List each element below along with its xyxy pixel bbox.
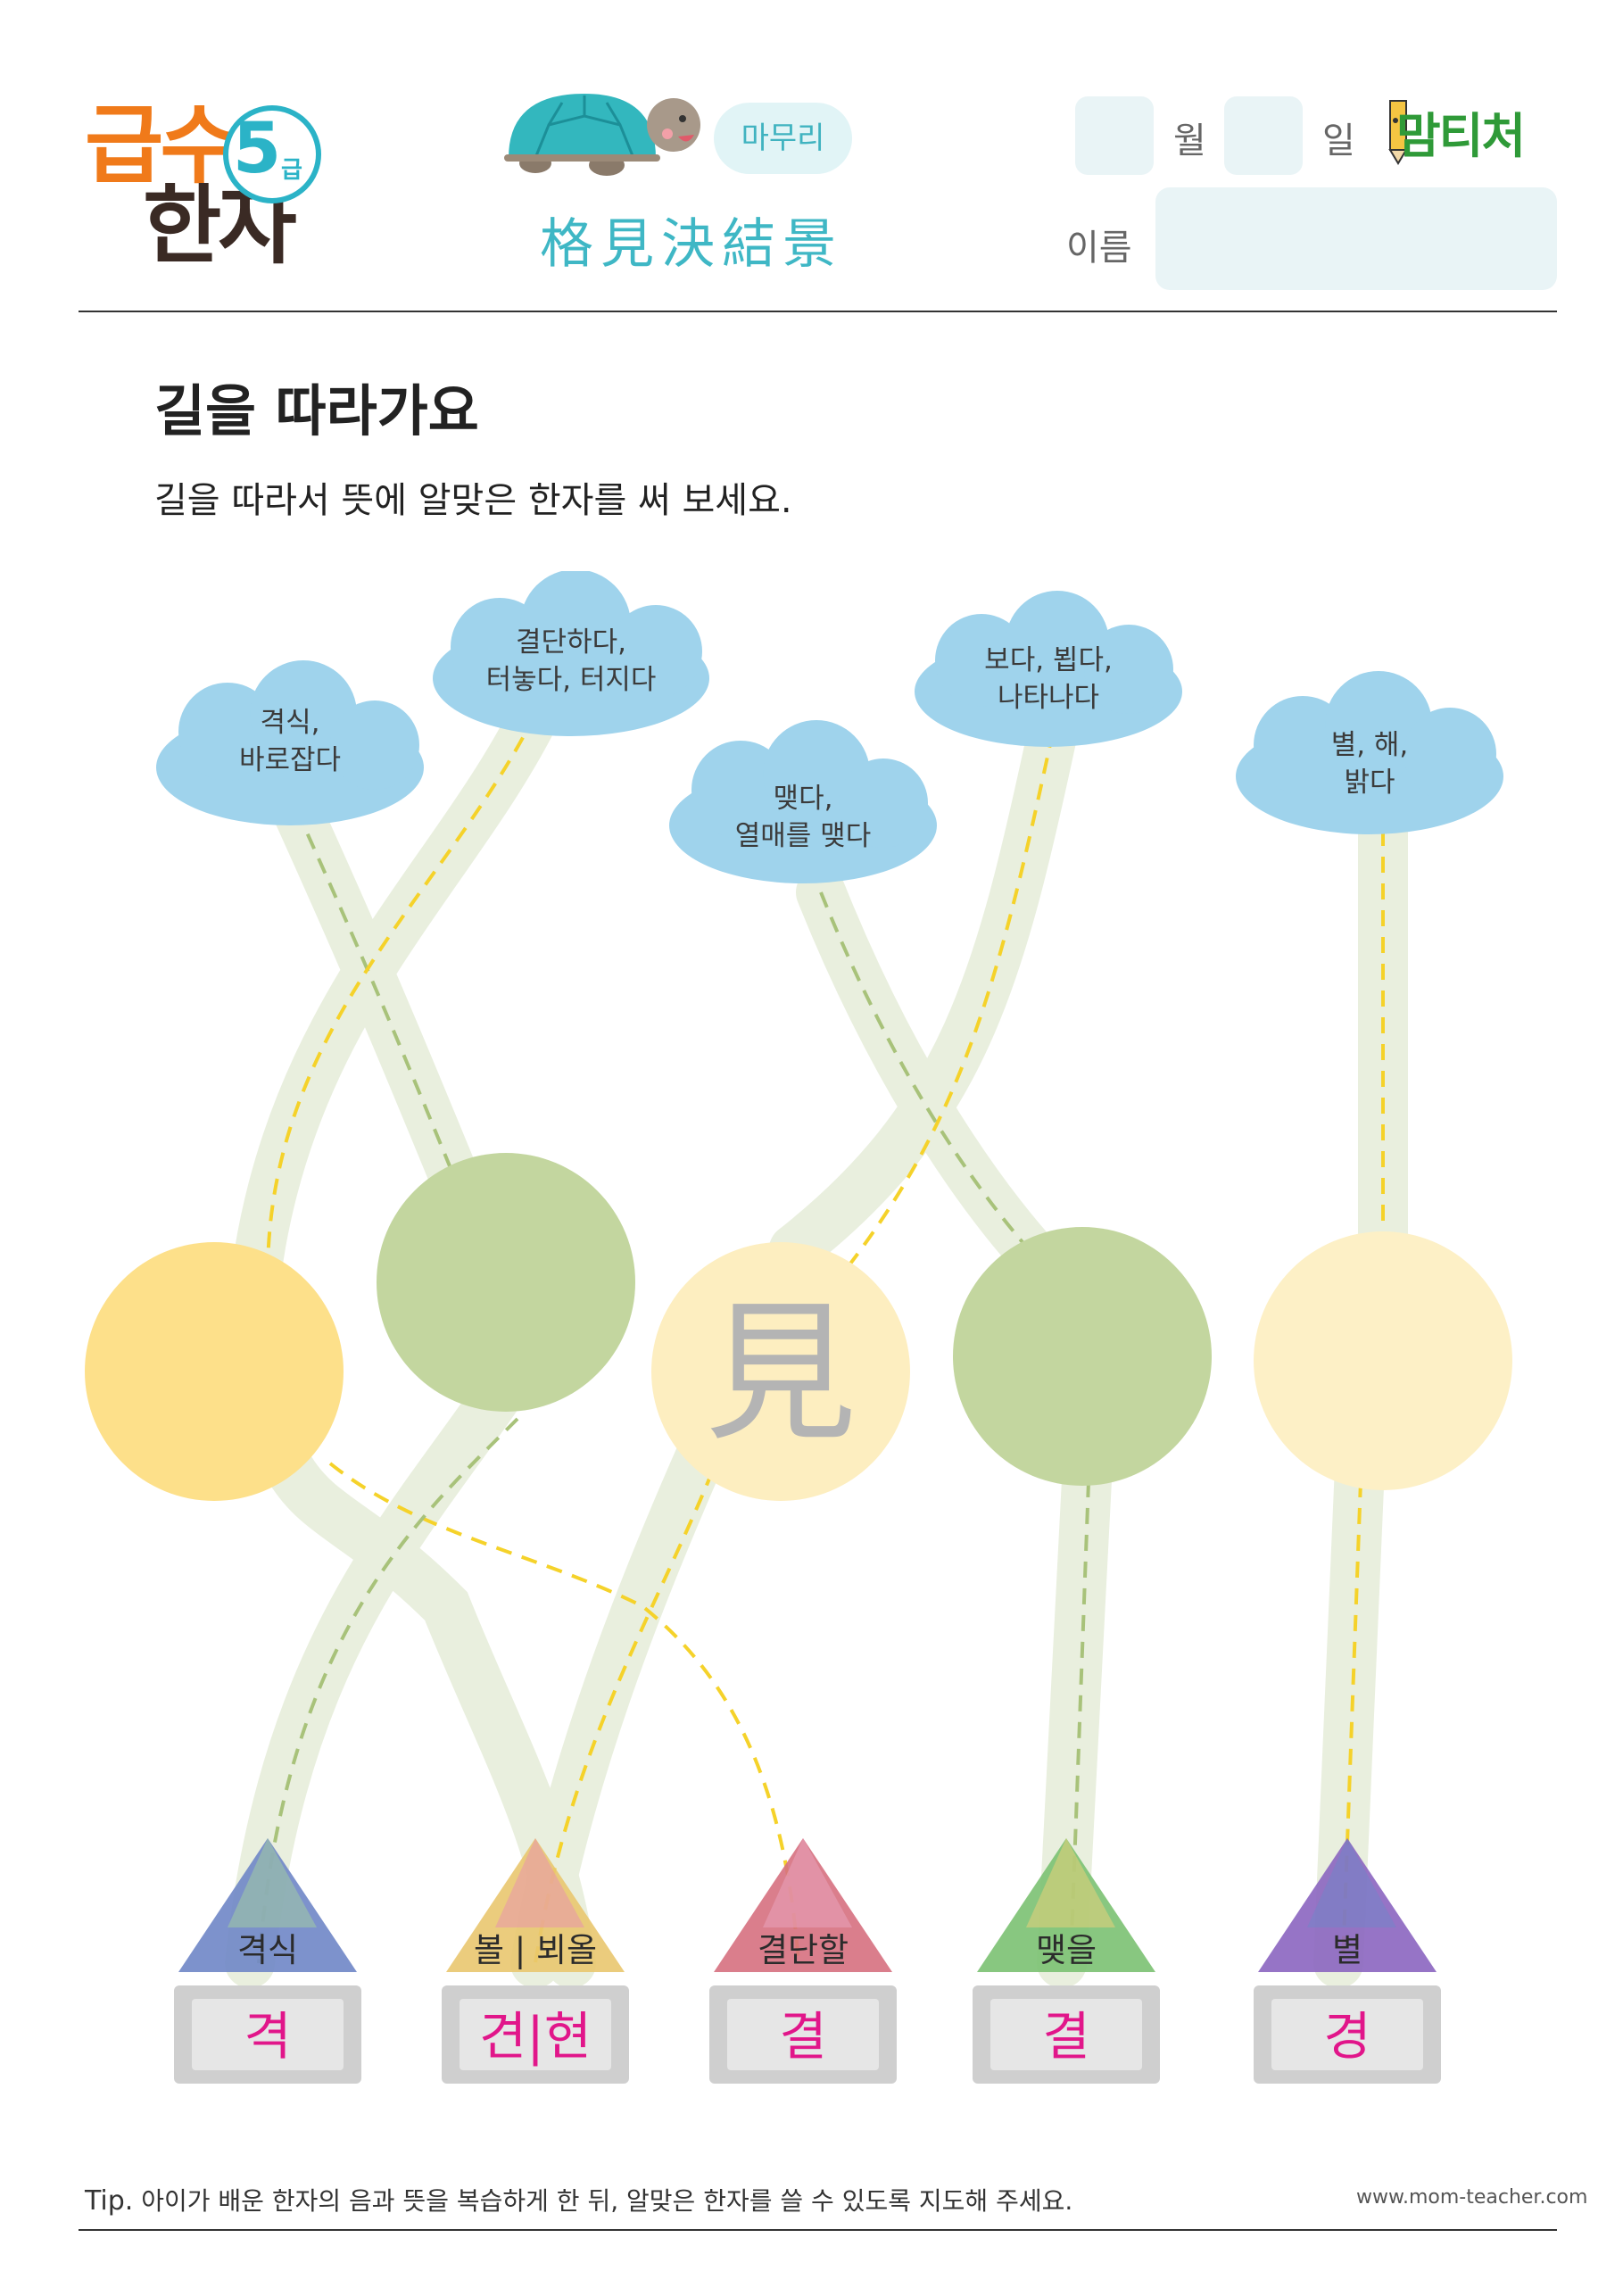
house-5-sound: 경 [1323,2006,1371,2067]
house-1-meaning: 격식 [236,1931,299,1969]
house-5-window [1271,1999,1423,2070]
answer-circle-5[interactable] [1254,1231,1512,1490]
cloud-3-line2: 열매를 맺다 [734,819,872,852]
house-5-meaning: 별 [1331,1931,1363,1969]
day-input[interactable] [1224,96,1303,175]
cloud-3 [669,720,937,883]
grade-suffix: 급 [281,157,302,184]
answer-circle-3[interactable] [651,1242,910,1501]
house-3-sound: 결 [779,2006,827,2067]
name-input[interactable] [1155,187,1557,290]
cloud-5-line1: 별, 해, [1330,729,1409,761]
answer-circle-4[interactable] [953,1227,1212,1486]
turtle-icon [504,94,700,176]
cloud-5-text: 별, 해, 밝다 [1236,727,1503,802]
cloud-5 [1236,671,1503,834]
answer-circle-2[interactable] [377,1153,635,1412]
grade-badge [223,105,321,203]
house-1-roof [178,1838,357,1972]
cloud-2 [433,571,709,736]
cloud-2-line2: 터놓다, 터지다 [485,663,657,696]
tip-text: Tip. 아이가 배운 한자의 음과 뜻을 복습하게 한 뒤, 알맞은 한자를 … [85,2182,1072,2217]
day-label: 일 [1322,120,1355,162]
house-3-window [727,1999,879,2070]
tip-label: Tip. [85,2185,134,2217]
cloud-4 [915,591,1182,747]
cloud-4-line1: 보다, 뵙다, [984,644,1113,676]
answer-circle-3-hanja: 見 [704,1286,857,1463]
house-4-roof [977,1838,1155,1972]
cloud-2-text: 결단하다, 터놓다, 터지다 [428,625,714,700]
grade-number: 5 [232,109,282,189]
month-input[interactable] [1075,96,1154,175]
cloud-4-text: 보다, 뵙다, 나타나다 [915,642,1182,717]
website-url: www.mom-teacher.com [1356,2186,1588,2209]
house-2-roof [446,1838,625,1972]
house-2-sound: 견|현 [478,2006,592,2067]
cloud-4-line2: 나타나다 [997,681,1100,714]
pencil-icon [1388,100,1408,165]
cloud-3-text: 맺다, 열매를 맺다 [669,781,937,856]
brand-logo: 맘티처 [1396,108,1526,164]
house-4-sound: 결 [1042,2006,1090,2067]
activity-instruction: 길을 따라서 뜻에 알맞은 한자를 써 보세요. [154,480,792,521]
cloud-1-text: 격식, 바로잡다 [156,705,424,780]
month-label: 월 [1173,120,1206,162]
cloud-5-line2: 밝다 [1344,766,1395,799]
stage-badge: 마무리 [714,103,852,174]
house-4-window [990,1999,1142,2070]
name-label: 이름 [1066,228,1132,269]
house-2-window [460,1999,611,2070]
cloud-2-line1: 결단하다, [516,626,626,659]
house-3-roof [714,1838,892,1972]
logo-text-top: 급수 [85,95,239,195]
cloud-3-line1: 맺다, [773,783,833,815]
house-2-meaning: 볼 | 뵈올 [473,1931,598,1969]
hanja-title: 格見決結景 [540,213,843,276]
footer-divider [79,2229,1557,2231]
header-divider [79,311,1557,312]
house-4-meaning: 맺을 [1035,1931,1097,1969]
cloud-1-line2: 바로잡다 [238,743,342,776]
house-1-sound: 격 [244,2006,292,2067]
tip-body: 아이가 배운 한자의 음과 뜻을 복습하게 한 뒤, 알맞은 한자를 쓸 수 있… [141,2186,1073,2216]
house-3-meaning: 결단할 [757,1931,849,1969]
house-5-roof [1258,1838,1437,1972]
cloud-1-line1: 격식, [260,707,320,739]
activity-heading: 길을 따라가요 [154,378,479,443]
cloud-1 [156,660,424,825]
house-1-window [192,1999,344,2070]
answer-circle-1[interactable] [85,1242,344,1501]
